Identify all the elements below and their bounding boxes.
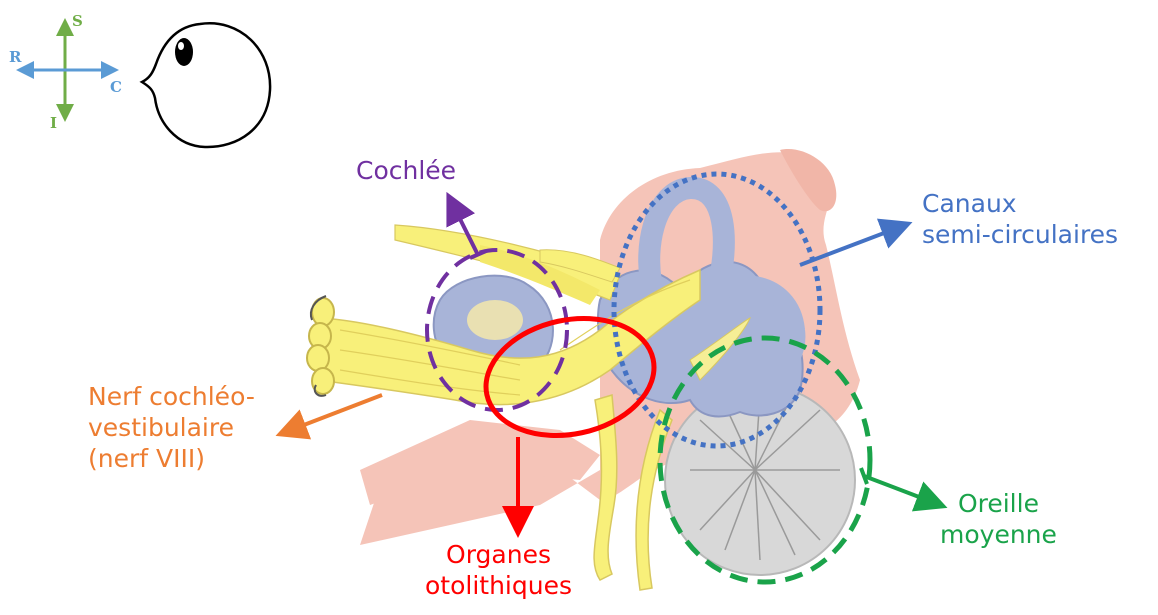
nerve-label-line1: Nerf cochléo-: [88, 381, 255, 412]
otolith-label-line2: otolithiques: [425, 570, 572, 601]
middle-ear-label-line1: Oreille: [940, 488, 1057, 519]
canals-label-line1: Canaux: [922, 188, 1118, 219]
inner-ear-illustration: [307, 149, 860, 590]
orientation-compass-icon: S I R C: [9, 12, 122, 132]
otolith-label-line1: Organes: [425, 539, 572, 570]
canals-label-line2: semi-circulaires: [922, 219, 1118, 250]
head-profile-icon: [142, 23, 270, 147]
cochlea-label: Cochlée: [356, 155, 456, 186]
nerve-label-line2: vestibulaire: [88, 412, 255, 443]
superior-label: S: [72, 12, 83, 30]
nerve-arrow: [283, 395, 382, 433]
nerve-label-line3: (nerf VIII): [88, 443, 255, 474]
middle-ear-arrow: [864, 476, 940, 505]
middle-ear-label: Oreille moyenne: [940, 488, 1057, 550]
rostral-label: R: [9, 48, 22, 66]
otolith-label: Organes otolithiques: [425, 539, 572, 601]
inferior-label: I: [50, 114, 57, 132]
nerve-label: Nerf cochléo- vestibulaire (nerf VIII): [88, 381, 255, 474]
middle-ear-label-line2: moyenne: [940, 519, 1057, 550]
caudal-label: C: [110, 78, 122, 96]
canals-label: Canaux semi-circulaires: [922, 188, 1118, 250]
